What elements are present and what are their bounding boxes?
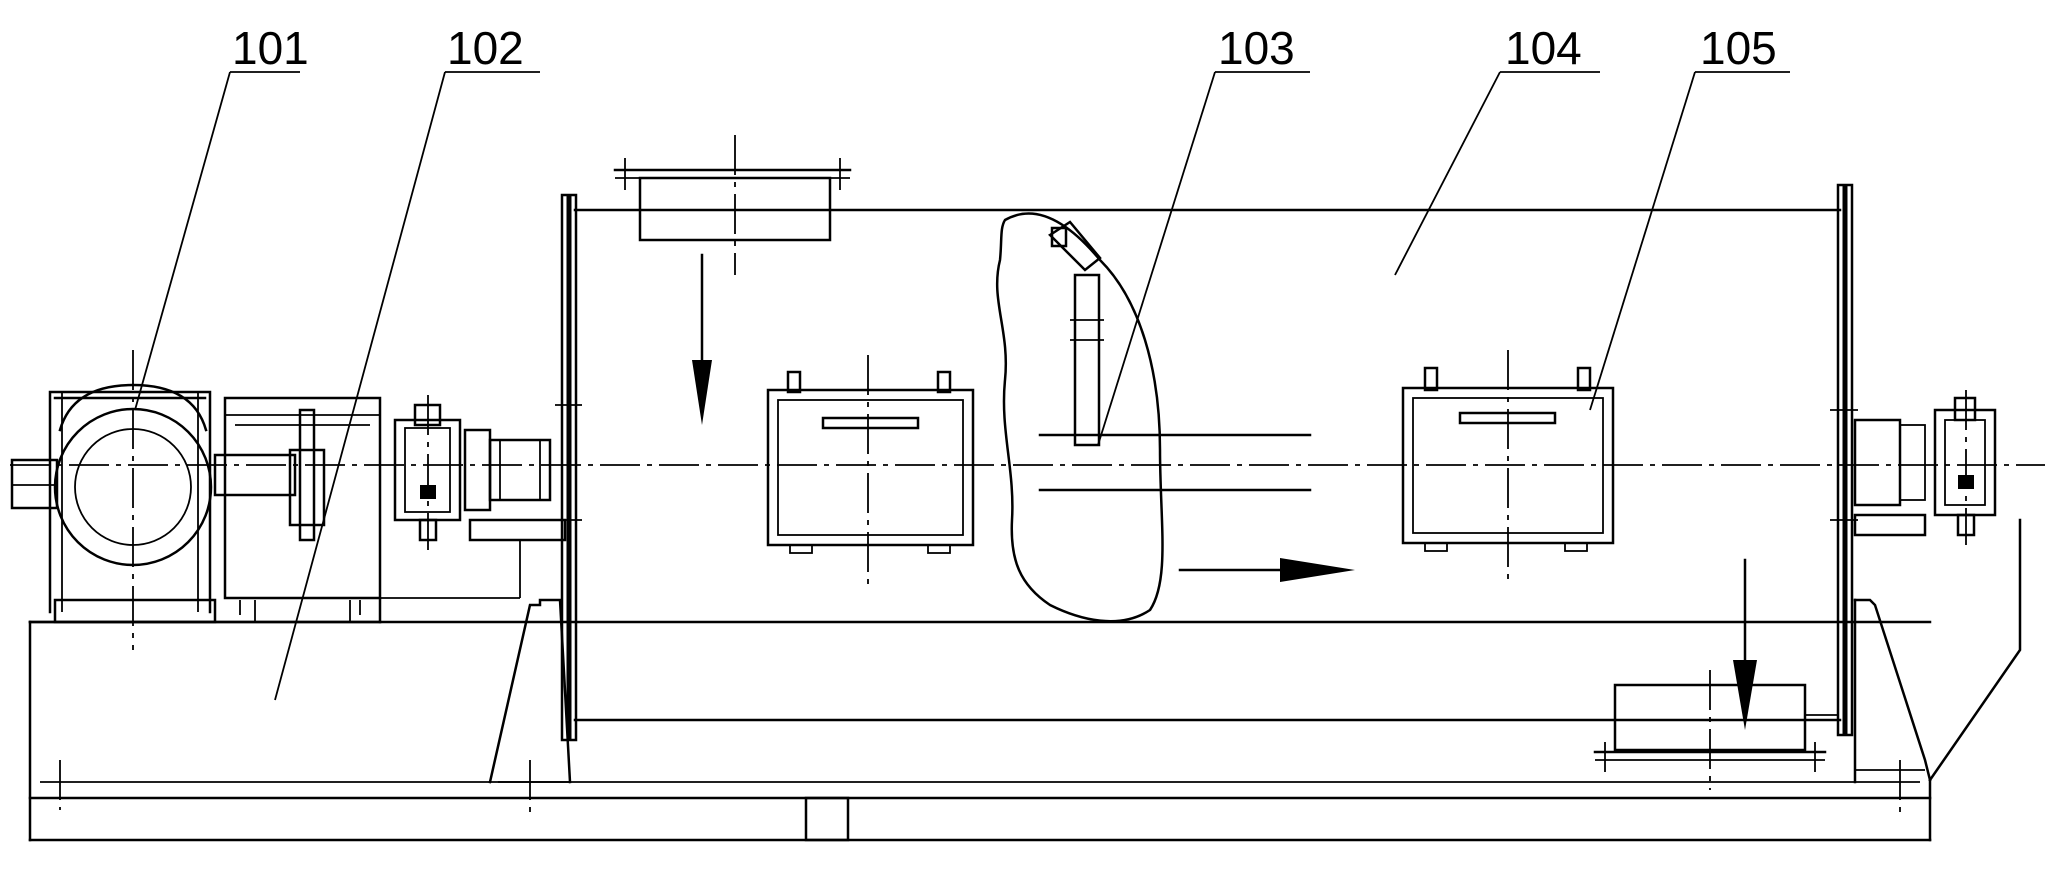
left-support-frame — [28, 540, 521, 624]
shaft-coupling — [393, 395, 567, 550]
leader-lines — [134, 71, 1790, 701]
right-bearing — [1853, 390, 1997, 545]
label-104: 104 — [1505, 22, 1582, 74]
left-leg — [488, 598, 572, 784]
gear-reducer — [213, 396, 382, 615]
base-frame — [28, 620, 1932, 842]
outlet-nozzle — [1593, 558, 1838, 790]
label-102: 102 — [447, 22, 524, 74]
mixing-drum — [10, 183, 2045, 742]
part-labels: 101 102 103 104 105 — [232, 22, 1777, 74]
inlet-nozzle — [613, 135, 852, 425]
access-door-right — [1401, 350, 1615, 585]
label-101: 101 — [232, 22, 309, 74]
label-103: 103 — [1218, 22, 1295, 74]
right-leg — [1853, 518, 2022, 784]
access-door-left — [766, 355, 975, 585]
drive-motor — [10, 350, 217, 650]
cutaway-view — [995, 212, 1355, 623]
label-105: 105 — [1700, 22, 1777, 74]
